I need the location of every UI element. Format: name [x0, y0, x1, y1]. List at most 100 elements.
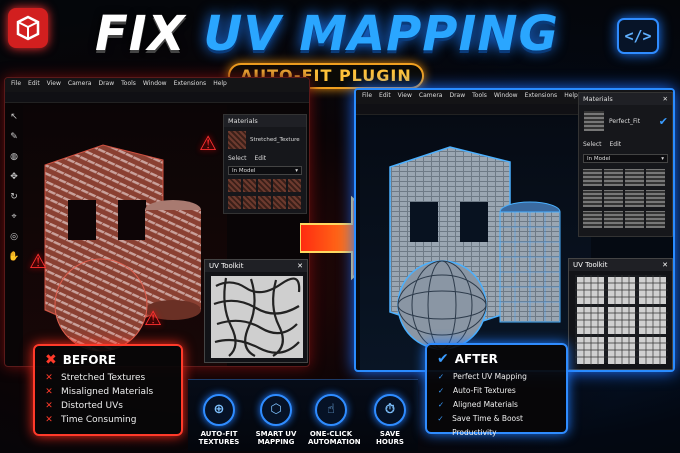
- uv-map-preview: [575, 275, 668, 365]
- menu-item-view[interactable]: View: [397, 92, 412, 99]
- menu-item-tools[interactable]: Tools: [472, 92, 487, 99]
- select-tool-icon[interactable]: ↖: [10, 112, 18, 122]
- tab-select[interactable]: Select: [583, 141, 602, 148]
- auto-fit-icon: ⊕: [203, 394, 235, 426]
- code-icon: </>: [617, 18, 659, 54]
- menu-item-edit[interactable]: Edit: [28, 80, 40, 87]
- toolbar-left: [5, 92, 309, 103]
- list-item: ✕Distorted UVs: [45, 401, 123, 411]
- uv-toolkit-panel-after: UV Toolkit ✕: [568, 258, 673, 370]
- x-icon: ✕: [45, 387, 53, 397]
- material-swatch[interactable]: [584, 111, 604, 131]
- stretched-model-illustration: [44, 144, 201, 352]
- x-icon: ✖: [45, 352, 57, 368]
- hand-click-icon: ☝: [315, 394, 347, 426]
- after-heading: AFTER: [454, 352, 498, 366]
- rotate-tool-icon[interactable]: ↻: [10, 192, 18, 202]
- check-icon: ✓: [437, 386, 445, 395]
- paint-tool-icon[interactable]: ◍: [10, 152, 18, 162]
- sketchup-logo: [8, 8, 48, 48]
- menu-item-draw[interactable]: Draw: [449, 92, 466, 99]
- menu-item-tools[interactable]: Tools: [121, 80, 136, 87]
- list-item: ✓Save Time & Boost Productivity: [437, 412, 556, 440]
- warning-icon: ⚠: [199, 131, 217, 155]
- pencil-tool-icon[interactable]: ✎: [10, 132, 18, 142]
- panel-title: UV Toolkit: [573, 261, 608, 269]
- close-icon[interactable]: ✕: [662, 261, 668, 269]
- stopwatch-icon: ⏱: [374, 394, 406, 426]
- collection-dropdown[interactable]: In Model▾: [228, 166, 302, 175]
- x-icon: ✕: [45, 373, 53, 383]
- viewport-before[interactable]: [23, 105, 227, 366]
- menu-item-camera[interactable]: Camera: [67, 80, 92, 87]
- toolbar-right: [356, 104, 673, 115]
- chevron-down-icon: ▾: [661, 156, 664, 162]
- material-name: Perfect_Fit: [609, 117, 641, 125]
- list-item: ✕Misaligned Materials: [45, 387, 154, 397]
- tab-edit[interactable]: Edit: [254, 155, 267, 162]
- collection-dropdown[interactable]: In Model▾: [583, 154, 668, 163]
- fitted-model-illustration: [389, 146, 561, 350]
- swatch-grid: [579, 165, 672, 234]
- close-icon[interactable]: ✕: [662, 95, 668, 103]
- menu-item-window[interactable]: Window: [493, 92, 518, 99]
- uv-map-preview: [211, 276, 303, 358]
- smart-uv-icon: ⬡: [260, 394, 292, 426]
- page-title: FIX UV MAPPING: [95, 6, 559, 62]
- orbit-tool-icon[interactable]: ◎: [10, 232, 18, 242]
- panel-title: Materials: [583, 95, 613, 103]
- side-toolbar-left: ↖ ✎ ◍ ✥ ↻ ⌖ ◎ ✋: [7, 106, 21, 366]
- menu-item-view[interactable]: View: [46, 80, 61, 87]
- after-summary: ✔ AFTER ✓Perfect UV Mapping ✓Auto-Fit Tex…: [425, 343, 568, 437]
- panel-title: UV Toolkit: [209, 262, 244, 270]
- menu-item-file[interactable]: File: [11, 80, 22, 87]
- menu-item-draw[interactable]: Draw: [98, 80, 115, 87]
- check-icon: ✓: [437, 400, 445, 409]
- pan-tool-icon[interactable]: ✋: [8, 252, 20, 262]
- warning-icon: ⚠: [144, 306, 162, 330]
- list-item: ✕Stretched Textures: [45, 373, 146, 383]
- menu-bar-left: File Edit View Camera Draw Tools Window Extensi…: [5, 78, 309, 92]
- list-item: ✓Perfect UV Mapping: [437, 370, 556, 384]
- x-icon: ✕: [45, 415, 53, 425]
- close-icon[interactable]: ✕: [297, 262, 303, 270]
- panel-title: Materials: [228, 117, 258, 125]
- uv-toolkit-panel-before: UV Toolkit ✕: [204, 259, 308, 363]
- menu-item-file[interactable]: File: [362, 92, 373, 99]
- menu-item-help[interactable]: Help: [213, 80, 227, 87]
- check-icon: ✓: [437, 372, 445, 381]
- list-item: ✓Aligned Materials: [437, 398, 556, 412]
- tab-select[interactable]: Select: [228, 155, 247, 162]
- check-circle-icon: ✔: [437, 351, 449, 367]
- check-circle-icon: ✔: [658, 114, 668, 128]
- before-heading: BEFORE: [62, 353, 116, 367]
- menu-item-extensions[interactable]: Extensions: [173, 80, 207, 87]
- viewport-after[interactable]: [360, 117, 591, 370]
- materials-panel-after: Materials ✕ Perfect_Fit ✔ Select Edit In …: [578, 92, 673, 237]
- menu-item-help[interactable]: Help: [564, 92, 578, 99]
- list-item: ✓Auto-Fit Textures: [437, 384, 556, 398]
- tab-edit[interactable]: Edit: [609, 141, 622, 148]
- material-name: Stretched_Texture: [250, 137, 300, 143]
- check-icon: ✓: [437, 414, 444, 423]
- menu-item-edit[interactable]: Edit: [379, 92, 391, 99]
- material-swatch[interactable]: [228, 131, 246, 149]
- warning-icon: ⚠: [29, 249, 47, 273]
- tape-tool-icon[interactable]: ⌖: [11, 212, 17, 222]
- x-icon: ✕: [45, 401, 53, 411]
- list-item: ✕Time Consuming: [45, 415, 137, 425]
- menu-item-camera[interactable]: Camera: [418, 92, 443, 99]
- swatch-grid: [224, 177, 306, 213]
- menu-item-extensions[interactable]: Extensions: [524, 92, 558, 99]
- move-tool-icon[interactable]: ✥: [10, 172, 18, 182]
- menu-item-window[interactable]: Window: [142, 80, 167, 87]
- materials-panel-before: Materials Stretched_Texture Select Edit …: [223, 114, 307, 214]
- before-summary: ✖ BEFORE ✕Stretched Textures ✕Misaligned …: [33, 344, 183, 436]
- chevron-down-icon: ▾: [295, 168, 298, 174]
